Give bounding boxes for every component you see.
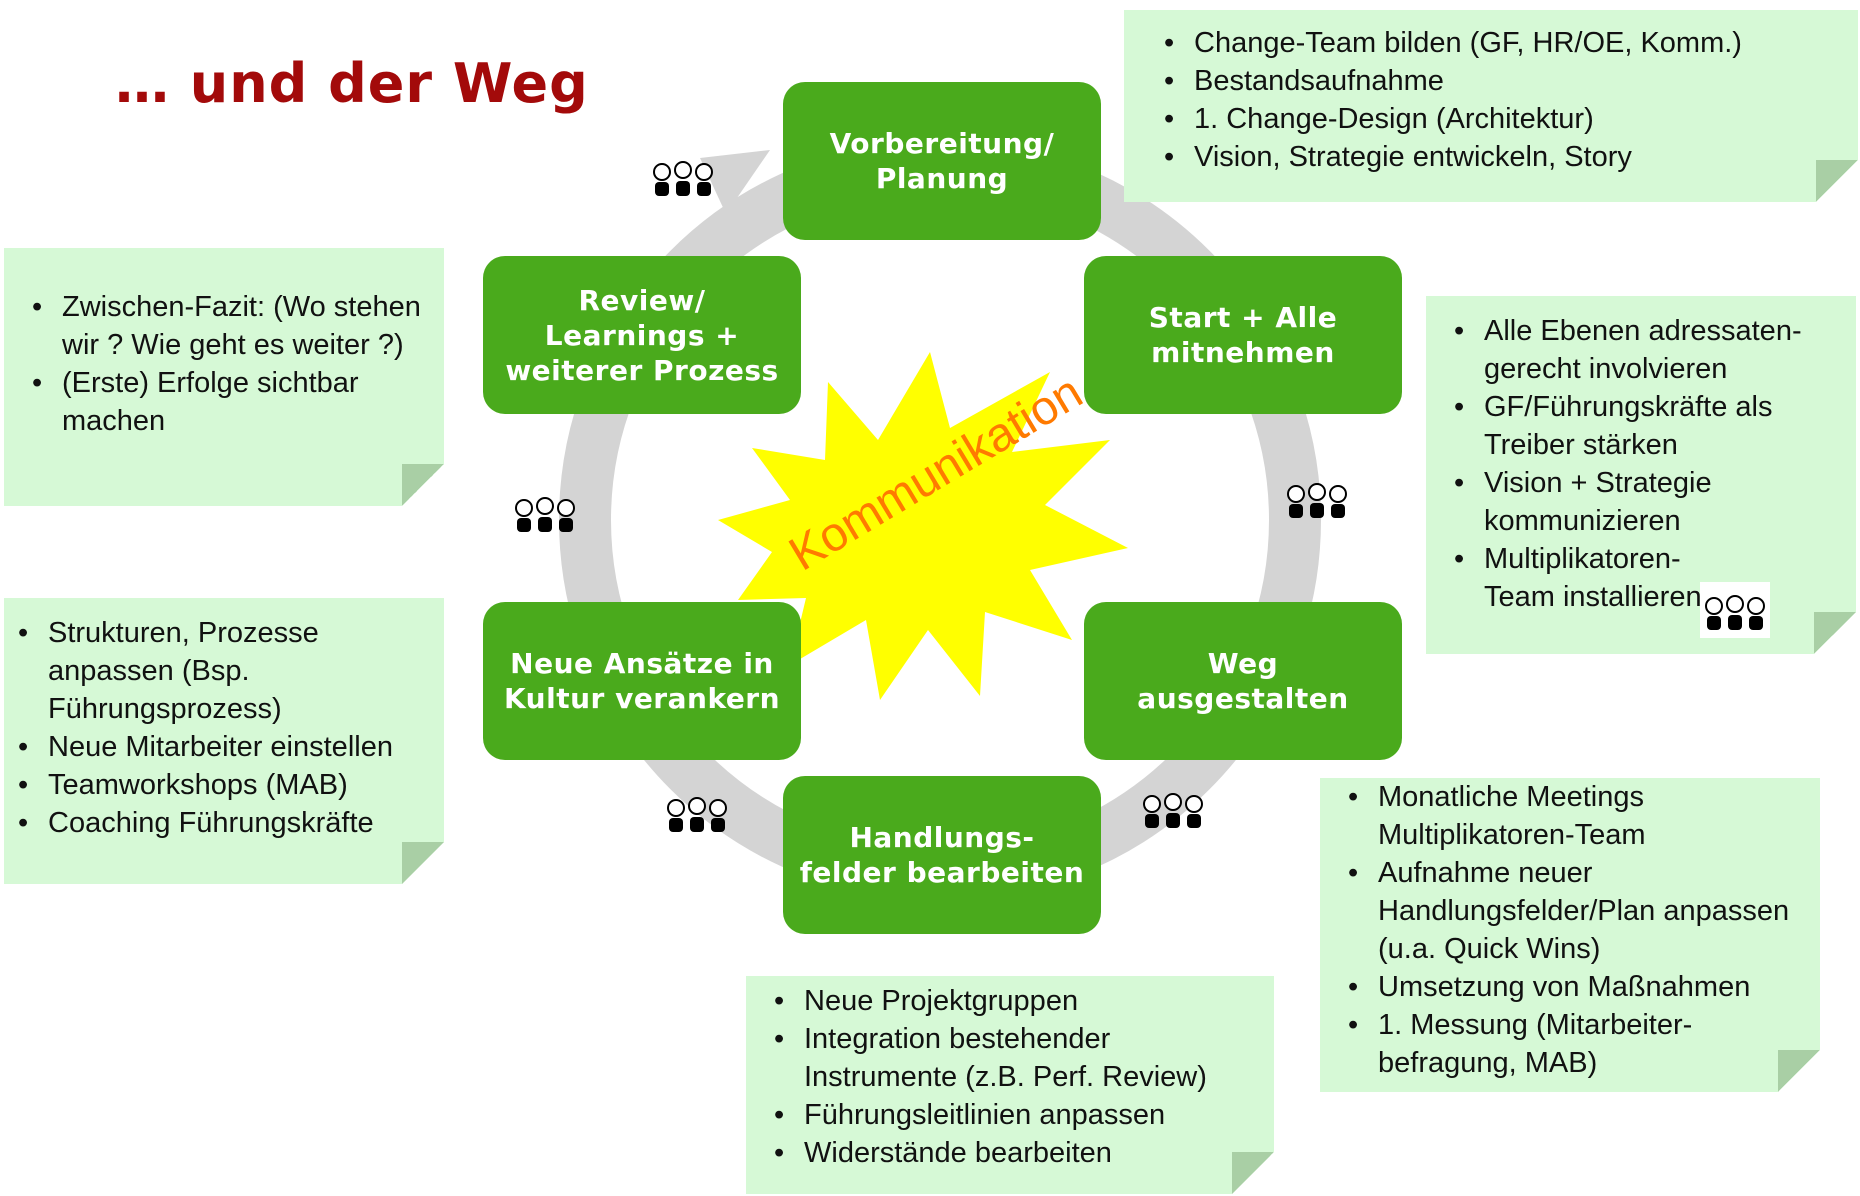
people-group-icon [515, 497, 575, 532]
list-item: Monatliche Meetings Multiplikatoren-Team [1338, 778, 1810, 854]
list-item: Alle Ebenen adressaten-gerecht involvier… [1444, 312, 1846, 388]
phase-start: Start + Alle mitnehmen [1084, 256, 1402, 414]
page-title: … und der Weg [115, 52, 589, 115]
note-left-top: Zwischen-Fazit: (Wo stehen wir ? Wie geh… [4, 248, 444, 506]
people-group-icon [1700, 582, 1770, 638]
phase-kultur: Neue Ansätze in Kultur verankern [483, 602, 801, 760]
list-item: Integration bestehender Instrumente (z.B… [764, 1020, 1264, 1096]
phase-handlungsfelder: Handlungs- felder bearbeiten [783, 776, 1101, 934]
list-item: 1. Change-Design (Architektur) [1154, 100, 1848, 138]
list-item: Coaching Führungskräfte [8, 804, 434, 842]
cycle-arrow-icon [700, 150, 770, 214]
list-item: Teamworkshops (MAB) [8, 766, 434, 804]
list-item: Change-Team bilden (GF, HR/OE, Komm.) [1154, 24, 1848, 62]
list-item: Vision, Strategie entwickeln, Story [1154, 138, 1848, 176]
list-item: Widerstände bearbeiten [764, 1134, 1264, 1172]
people-group-icon [653, 161, 713, 196]
list-item: Multiplikatoren-Team installieren [1444, 540, 1846, 616]
people-group-icon [667, 797, 727, 832]
note-right: Alle Ebenen adressaten-gerecht involvier… [1426, 296, 1856, 654]
list-item: Neue Mitarbeiter einstellen [8, 728, 434, 766]
list-item: (Erste) Erfolge sichtbar machen [22, 364, 424, 440]
list-item: GF/Führungskräfte als Treiber stärken [1444, 388, 1846, 464]
list-item: Vision + Strategie kommunizieren [1444, 464, 1846, 540]
list-item: Neue Projektgruppen [764, 982, 1264, 1020]
phase-weg: Weg ausgestalten [1084, 602, 1402, 760]
list-item: Umsetzung von Maßnahmen [1338, 968, 1810, 1006]
list-item: Bestandsaufnahme [1154, 62, 1848, 100]
list-item: Führungsleitlinien anpassen [764, 1096, 1264, 1134]
phase-vorbereitung: Vorbereitung/ Planung [783, 82, 1101, 240]
people-group-icon [1143, 793, 1203, 828]
list-item: Zwischen-Fazit: (Wo stehen wir ? Wie geh… [22, 288, 424, 364]
list-item: Strukturen, Prozesse anpassen (Bsp. Führ… [8, 614, 434, 728]
list-item: 1. Messung (Mitarbeiter-befragung, MAB) [1338, 1006, 1810, 1082]
note-bottom-right: Monatliche Meetings Multiplikatoren-Team… [1320, 778, 1820, 1092]
people-group-icon [1287, 483, 1347, 518]
phase-review: Review/ Learnings + weiterer Prozess [483, 256, 801, 414]
starburst-icon [718, 352, 1128, 700]
list-item: Aufnahme neuer Handlungsfelder/Plan anpa… [1338, 854, 1810, 968]
note-left-bottom: Strukturen, Prozesse anpassen (Bsp. Führ… [4, 598, 444, 884]
note-top-right: Change-Team bilden (GF, HR/OE, Komm.) Be… [1124, 10, 1858, 202]
note-bottom-center: Neue Projektgruppen Integration bestehen… [746, 976, 1274, 1194]
